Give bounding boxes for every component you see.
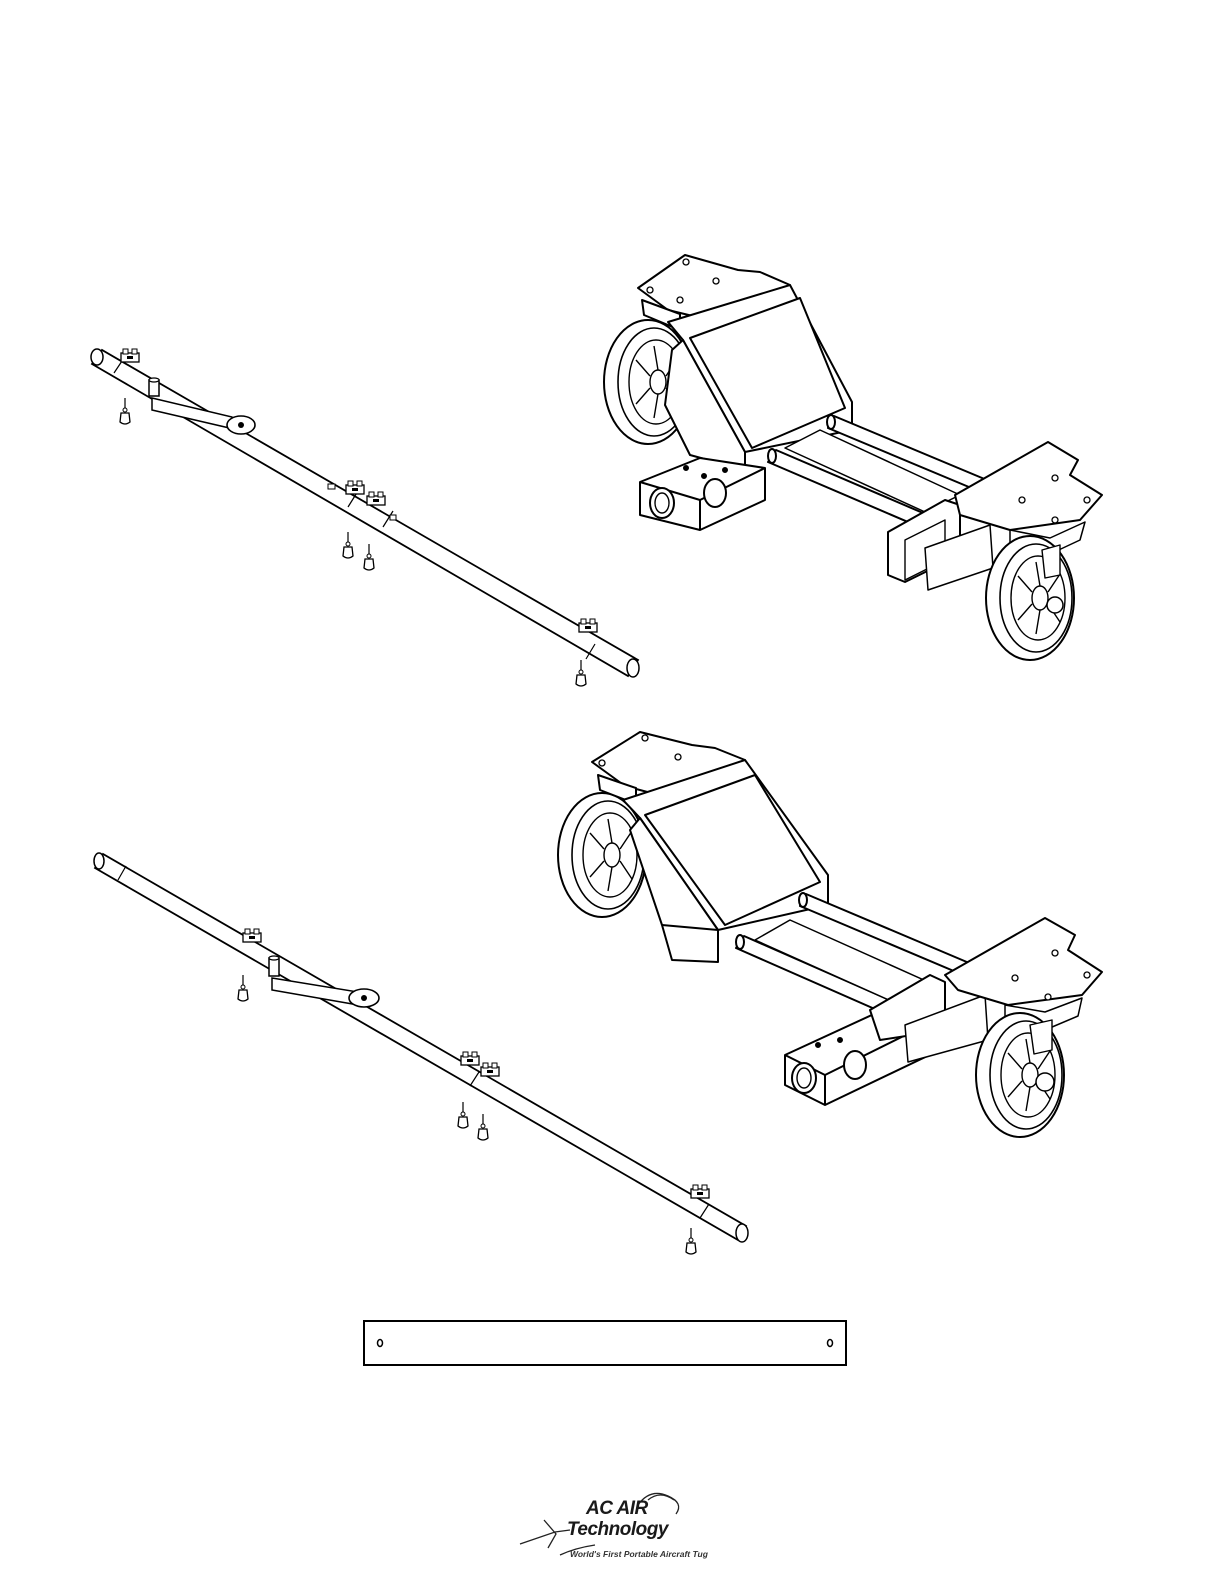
logo-name-line2: Technology xyxy=(567,1519,668,1541)
logo-name-line1: AC AIR xyxy=(586,1498,648,1520)
tow-bar-upper xyxy=(91,349,639,686)
tug-frame-lower xyxy=(558,732,1102,1137)
logo-tagline: World's First Portable Aircraft Tug xyxy=(570,1549,708,1559)
tug-frame-upper xyxy=(604,255,1102,660)
tow-bar-upper-tube xyxy=(92,350,638,676)
tow-bar-upper-end-cap xyxy=(91,349,103,365)
flat-bar xyxy=(364,1321,846,1365)
tow-bar-lower-tube xyxy=(95,854,746,1240)
tow-bar-lower xyxy=(94,853,748,1254)
